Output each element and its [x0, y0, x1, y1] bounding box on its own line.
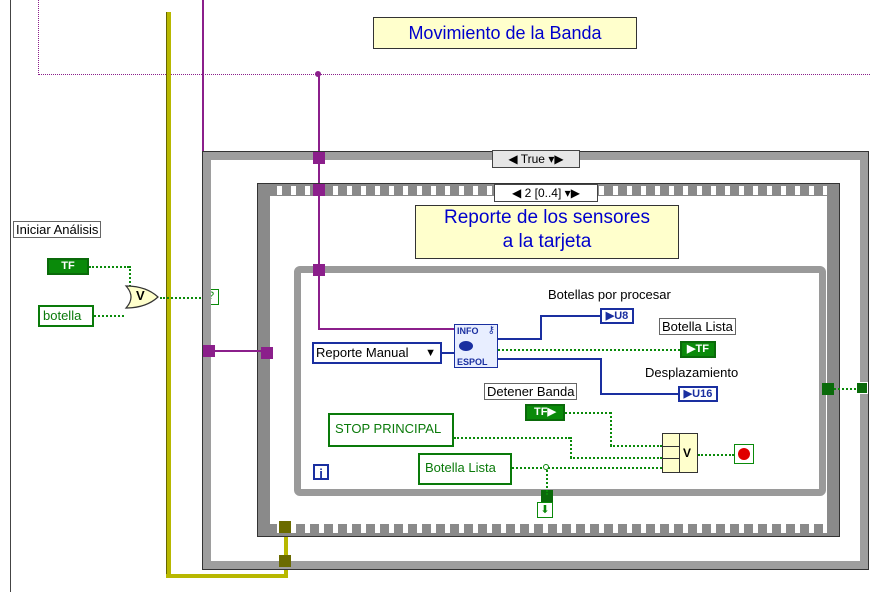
sequence-selector[interactable]: ◀ 2 [0..4] ▾▶: [494, 184, 598, 202]
cluster-wire-top-horizontal: [38, 74, 870, 76]
diagram-left-border: [10, 0, 11, 592]
tunnel-cluster-left-seq: [261, 347, 273, 359]
sequence-bottom-film: [272, 524, 827, 533]
u8-indicator: ▶U8: [600, 308, 634, 324]
detener-banda-tf-terminal[interactable]: TF▶: [525, 404, 565, 421]
compound-and-symbol: V: [683, 446, 692, 460]
subvi-signal-icon: [459, 341, 473, 351]
tunnel-bool-loop-bottom: [541, 490, 553, 502]
tunnel-cluster-case: [313, 152, 325, 164]
error-wire-up: [284, 522, 288, 578]
compound-and-grid-h1: [663, 446, 679, 447]
sequence-dropdown-icon[interactable]: ▾▶: [564, 186, 580, 200]
cluster-wire-left: [214, 350, 262, 352]
tunnel-cluster-seq: [313, 184, 325, 196]
detener-banda-label: Detener Banda: [484, 383, 578, 400]
numeric-wire-u8-2: [540, 315, 542, 340]
while-loop[interactable]: [294, 266, 826, 496]
sequence-selector-label: 2 [0..4]: [524, 186, 562, 200]
numeric-wire-ring: [442, 352, 454, 354]
sensors-comment-line1: Reporte de los sensores: [444, 207, 650, 228]
numeric-wire-u16-1: [498, 358, 602, 360]
cluster-wire-to-subvi: [318, 328, 454, 330]
botella-lista-ind-label: Botella Lista: [659, 318, 736, 335]
loop-stop-terminal[interactable]: [734, 444, 754, 464]
bool-wire-or-out: [160, 297, 204, 300]
bool-wire-botella-lista-down: [546, 467, 549, 495]
bool-wire-detener-1: [565, 412, 611, 415]
stop-principal-control[interactable]: STOP PRINCIPAL: [328, 413, 454, 447]
cluster-wire-top: [38, 0, 40, 75]
sensors-comment: Reporte de los sensores a la tarjeta: [415, 205, 679, 259]
tunnel-error-case: [279, 555, 291, 567]
botella-lista-tf-indicator: ▶TF: [680, 341, 716, 358]
bool-wire-to-stop: [698, 454, 734, 457]
case-prev-arrow-icon[interactable]: ◀: [508, 152, 518, 166]
tunnel-bool-right-case: [856, 382, 868, 394]
tunnel-cluster-loop: [313, 264, 325, 276]
subvi-key-icon: ⚷: [487, 325, 495, 336]
desplazamiento-label: Desplazamiento: [645, 365, 739, 380]
loop-iteration-terminal: i: [313, 464, 329, 481]
numeric-wire-u8-3: [540, 315, 600, 317]
subvi-espol-text: ESPOL: [457, 357, 488, 367]
error-wire-bottom: [166, 574, 288, 578]
subvi-info-text: INFO: [457, 326, 479, 336]
cluster-wire-vertical-2: [318, 74, 320, 330]
numeric-wire-u16-2: [600, 358, 602, 394]
bool-node: [543, 464, 549, 470]
bool-wire-iniciar-down: [129, 266, 132, 290]
bool-wire-stop-2: [570, 437, 573, 458]
bool-wire-botella-lista-ctrl: [512, 467, 662, 470]
bool-wire-botella-lista: [498, 349, 680, 352]
compound-and[interactable]: V: [662, 433, 698, 473]
compound-and-grid-h2: [663, 458, 679, 459]
reporte-manual-ring[interactable]: Reporte Manual ▼: [312, 342, 442, 364]
case-selector[interactable]: ◀ True ▾▶: [492, 150, 580, 168]
shift-down-terminal: ⬇: [537, 502, 553, 518]
ring-dropdown-icon[interactable]: ▼: [425, 347, 436, 359]
error-wire-vertical: [166, 12, 171, 577]
or-gate[interactable]: V: [124, 284, 160, 310]
case-selector-label: True: [520, 152, 545, 166]
sensors-comment-line2: a la tarjeta: [502, 231, 592, 252]
tunnel-cluster-left-case: [203, 345, 215, 357]
bool-wire-detener-3: [610, 445, 662, 448]
cluster-node: [315, 71, 321, 77]
iniciar-label: Iniciar Análisis: [13, 221, 102, 238]
botellas-por-procesar-label: Botellas por procesar: [548, 287, 671, 302]
botella-lista-control[interactable]: Botella Lista: [418, 453, 512, 485]
bool-wire-stop-3: [570, 457, 662, 460]
numeric-wire-u16-3: [600, 393, 678, 395]
bool-wire-detener-2: [610, 412, 613, 446]
iniciar-tf-terminal[interactable]: TF: [47, 258, 89, 275]
or-symbol: V: [136, 288, 145, 303]
bool-wire-iniciar: [89, 266, 129, 269]
info-espol-subvi[interactable]: INFO ⚷ ESPOL: [454, 324, 498, 368]
bool-wire-right: [834, 388, 856, 391]
tunnel-bool-right-seq: [822, 383, 834, 395]
botella-control[interactable]: botella: [38, 305, 94, 327]
bool-wire-stop-1: [454, 437, 570, 440]
stop-icon: [738, 448, 750, 460]
bool-wire-botella: [94, 315, 124, 318]
tunnel-error-seq: [279, 521, 291, 533]
numeric-wire-u8-1: [498, 338, 540, 340]
u16-indicator: ▶U16: [678, 386, 718, 402]
reporte-manual-label: Reporte Manual: [316, 345, 409, 360]
title-comment: Movimiento de la Banda: [373, 17, 637, 49]
sequence-prev-arrow-icon[interactable]: ◀: [512, 186, 522, 200]
compound-and-grid-v: [679, 434, 680, 472]
case-dropdown-icon[interactable]: ▾▶: [548, 152, 564, 166]
